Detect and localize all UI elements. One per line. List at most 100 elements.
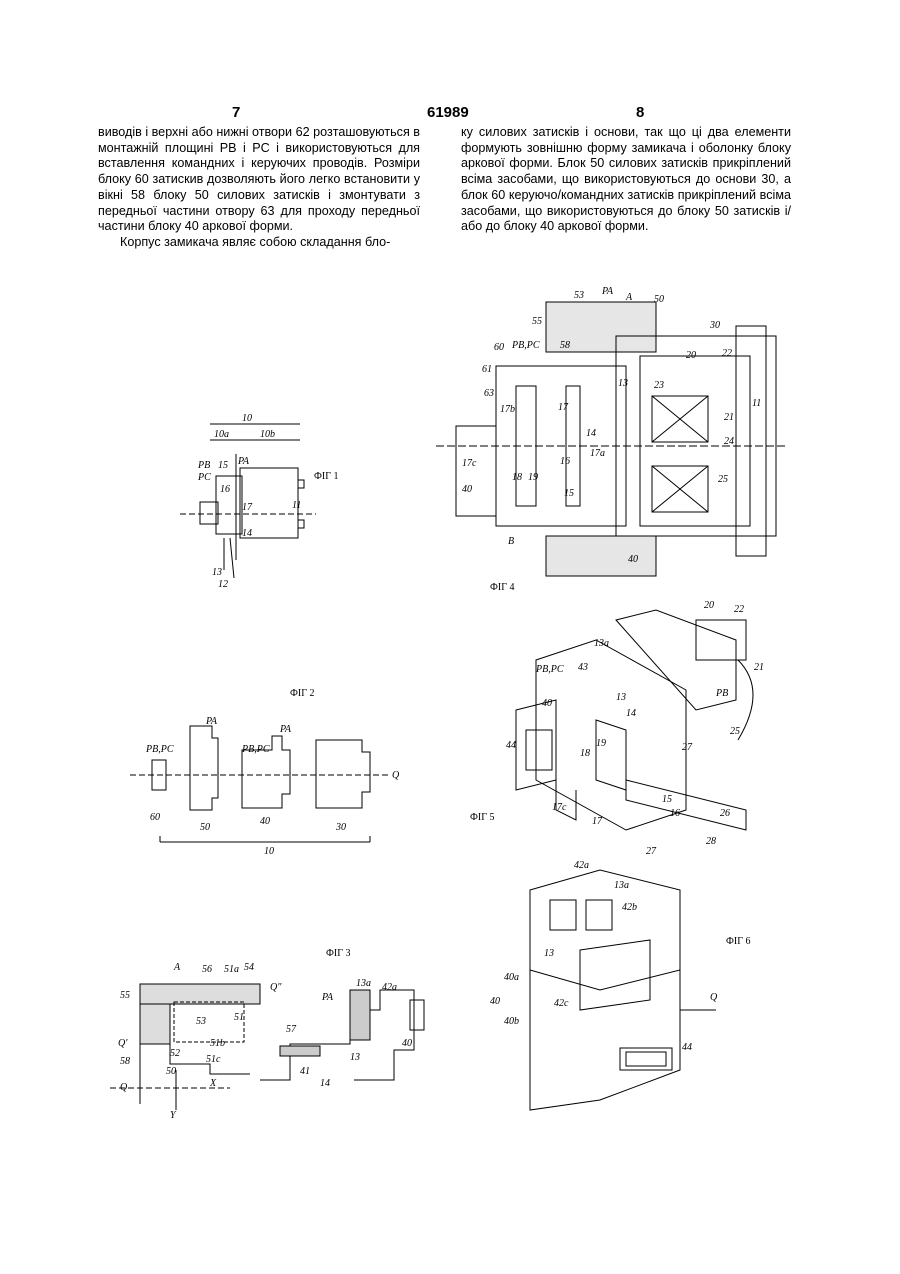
- fig6-label-13: 13: [544, 948, 554, 959]
- fig4-label-61: 61: [482, 364, 492, 375]
- fig4-label-11: 11: [752, 398, 761, 409]
- fig5-label-21: 21: [754, 662, 764, 673]
- fig2-label-60: 60: [150, 812, 160, 823]
- fig4-label-55: 55: [532, 316, 542, 327]
- fig6-label-42b: 42b: [622, 902, 637, 913]
- fig4-label-53: 53: [574, 290, 584, 301]
- right-paragraph-1: ку силових затисків і основи, так що ці …: [461, 125, 791, 235]
- fig3-label-q1: Q': [118, 1038, 128, 1049]
- fig6-label-44: 44: [682, 1042, 692, 1053]
- fig5-label-pb: PB: [715, 688, 728, 699]
- fig1-label-10a: 10a: [214, 429, 229, 440]
- fig3-label-56: 56: [202, 964, 212, 975]
- fig2-label-pbpc-1: PB,PC: [145, 744, 174, 755]
- fig6-label-q: Q: [710, 992, 718, 1003]
- figure-3-caption: ФІГ 3: [326, 948, 351, 959]
- fig1-label-13: 13: [212, 567, 222, 578]
- fig1-label-pc: PC: [197, 472, 211, 483]
- fig3-label-x: X: [209, 1078, 217, 1089]
- fig1-label-16: 16: [220, 484, 230, 495]
- figure-3-drawing: A 56 51a 54 Q" 55 53 51 Q' 52 51b 51c 58…: [110, 950, 430, 1120]
- fig5-label-27b: 27: [646, 846, 657, 857]
- fig2-label-q: Q: [392, 770, 400, 781]
- fig4-label-60: 60: [494, 342, 504, 353]
- fig6-label-40a: 40a: [504, 972, 519, 983]
- fig4-label-25: 25: [718, 474, 728, 485]
- figure-4-drawing: 53 PA A 50 30 55 60 PB,PC 58 20 22 61 13…: [456, 286, 786, 596]
- fig2-label-10: 10: [264, 846, 274, 857]
- figure-6-caption: ФІГ 6: [726, 936, 751, 947]
- fig4-label-17c: 17c: [462, 458, 477, 469]
- fig6-label-40: 40: [490, 996, 500, 1007]
- fig2-label-pa-1: PA: [205, 716, 218, 727]
- figure-6-drawing: 42a 13a 42b 13 40a 40 42c Q 40b 44 ФІГ 6: [490, 860, 770, 1120]
- right-page-number: 8: [636, 104, 644, 121]
- figure-2-caption: ФІГ 2: [290, 688, 315, 699]
- fig3-label-52: 52: [170, 1048, 180, 1059]
- left-page-number: 7: [232, 104, 240, 121]
- fig6-label-42a: 42a: [574, 860, 589, 871]
- fig4-label-17b: 17b: [500, 404, 515, 415]
- fig3-label-14: 14: [320, 1078, 330, 1089]
- fig4-label-40b: 40: [628, 554, 638, 565]
- fig4-label-b: B: [508, 536, 514, 547]
- fig5-label-19: 19: [596, 738, 606, 749]
- fig1-label-11: 11: [292, 500, 301, 511]
- fig3-label-50: 50: [166, 1066, 176, 1077]
- fig2-label-40: 40: [260, 816, 270, 827]
- fig5-label-28: 28: [706, 836, 716, 847]
- fig1-label-10: 10: [242, 413, 252, 424]
- fig2-label-pa-2: PA: [279, 724, 292, 735]
- fig5-label-27a: 27: [682, 742, 693, 753]
- fig4-label-a: A: [625, 292, 633, 303]
- fig2-label-30: 30: [335, 822, 346, 833]
- fig3-label-42a: 42a: [382, 982, 397, 993]
- fig1-label-pb: PB: [197, 460, 210, 471]
- fig1-label-17: 17: [242, 502, 253, 513]
- fig4-label-pa: PA: [601, 286, 614, 297]
- fig5-label-22: 22: [734, 604, 744, 615]
- fig4-label-19: 19: [528, 472, 538, 483]
- fig6-label-42c: 42c: [554, 998, 569, 1009]
- fig5-label-26: 26: [720, 808, 730, 819]
- fig5-label-17: 17: [592, 816, 603, 827]
- fig3-label-55: 55: [120, 990, 130, 1001]
- fig4-label-24: 24: [724, 436, 734, 447]
- fig5-label-16: 16: [670, 808, 680, 819]
- left-paragraph-2: Корпус замикача являє собою складання бл…: [98, 235, 420, 251]
- fig5-label-17c: 17c: [552, 802, 567, 813]
- fig5-label-20: 20: [704, 600, 714, 611]
- fig1-label-pa: PA: [237, 456, 250, 467]
- figure-1-drawing: 10 10a 10b PA PB PC 15 16 17 11 14 13 12…: [180, 410, 350, 600]
- figure-4-caption: ФІГ 4: [490, 582, 515, 593]
- fig3-label-58: 58: [120, 1056, 130, 1067]
- fig4-label-16: 16: [560, 456, 570, 467]
- right-text-column: ку силових затисків і основи, так що ці …: [461, 125, 791, 235]
- fig5-label-43: 43: [578, 662, 588, 673]
- fig4-label-22: 22: [722, 348, 732, 359]
- fig4-label-40a: 40: [462, 484, 472, 495]
- fig2-label-pbpc-2: PB,PC: [241, 744, 270, 755]
- fig1-label-14: 14: [242, 528, 252, 539]
- fig6-label-13a: 13a: [614, 880, 629, 891]
- fig4-label-20: 20: [686, 350, 696, 361]
- fig3-label-y: Y: [170, 1110, 177, 1121]
- fig3-label-13: 13: [350, 1052, 360, 1063]
- fig5-label-25: 25: [730, 726, 740, 737]
- fig4-label-14: 14: [586, 428, 596, 439]
- fig3-label-53: 53: [196, 1016, 206, 1027]
- fig2-label-50: 50: [200, 822, 210, 833]
- fig1-label-12: 12: [218, 579, 228, 590]
- fig5-label-13a: 13a: [594, 638, 609, 649]
- fig5-label-13: 13: [616, 692, 626, 703]
- fig3-label-pa: PA: [321, 992, 334, 1003]
- fig4-label-18: 18: [512, 472, 522, 483]
- left-text-column: виводів і верхні або нижні отвори 62 роз…: [98, 125, 420, 251]
- fig4-label-17a: 17a: [590, 448, 605, 459]
- fig3-label-a: A: [173, 962, 181, 973]
- fig3-label-51b: 51b: [210, 1038, 225, 1049]
- fig4-label-17: 17: [558, 402, 569, 413]
- fig3-label-57: 57: [286, 1024, 297, 1035]
- fig5-label-14: 14: [626, 708, 636, 719]
- fig6-label-40b: 40b: [504, 1016, 519, 1027]
